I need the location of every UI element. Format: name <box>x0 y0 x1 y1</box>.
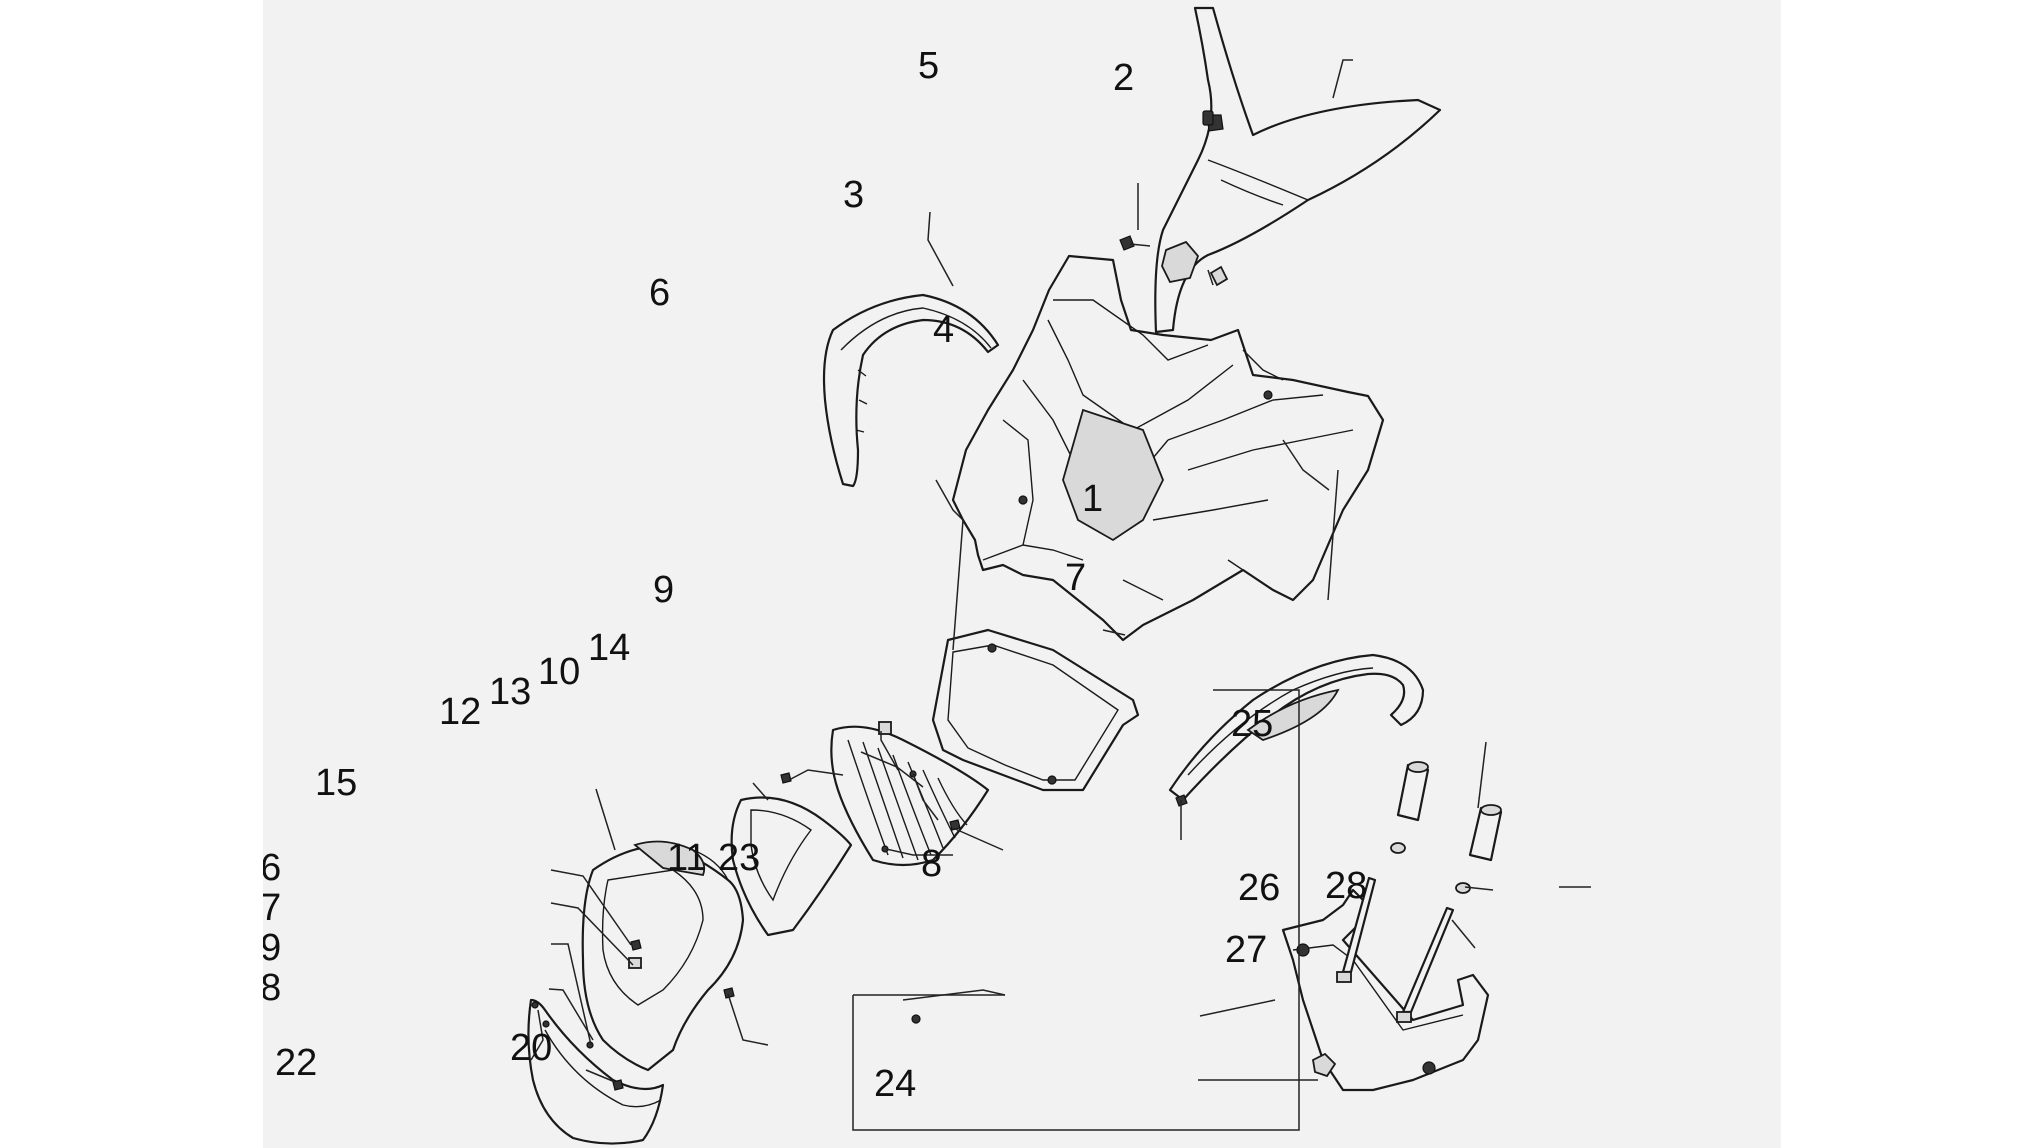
screw-icon <box>1202 110 1214 126</box>
callout-10: 10 <box>538 651 580 693</box>
callout-14: 14 <box>588 627 630 669</box>
leader-lines <box>530 59 1591 1083</box>
screw-icon <box>949 819 961 831</box>
handlebar-cover-icon <box>1154 6 1442 334</box>
callout-18: 18 <box>263 967 281 1009</box>
callout-19: 19 <box>263 927 281 969</box>
bolt-icon <box>1336 876 1455 1023</box>
callout-23: 23 <box>718 837 760 879</box>
callout-7: 7 <box>1065 557 1086 599</box>
callout-12: 12 <box>439 691 481 733</box>
callout-2: 2 <box>1113 57 1134 99</box>
callout-26: 26 <box>1238 867 1280 909</box>
callout-16: 16 <box>263 847 281 889</box>
lower-panel-icon <box>581 840 745 1072</box>
callout-9: 9 <box>653 569 674 611</box>
callout-labels: 1 2 3 4 5 6 7 8 9 10 11 12 13 14 15 16 1… <box>263 45 1367 1105</box>
kit-marker-dot <box>911 1014 921 1024</box>
clip-icon <box>878 721 892 735</box>
callout-3: 3 <box>843 174 864 216</box>
washer-icon <box>1390 842 1471 894</box>
front-mudguard-icon <box>527 998 665 1145</box>
diagram-svg: 1 2 3 4 5 6 7 8 9 10 11 12 13 14 15 16 1… <box>263 6 1591 1145</box>
screw-icon <box>780 772 792 784</box>
screw-icon <box>586 1041 624 1091</box>
spacer-icon <box>1396 761 1503 862</box>
callout-17: 17 <box>263 887 281 929</box>
callout-6: 6 <box>649 272 670 314</box>
callout-5: 5 <box>918 45 939 87</box>
screw-icon <box>628 939 642 969</box>
front-shield-icon <box>951 254 1385 642</box>
callout-4: 4 <box>933 309 954 351</box>
callout-22: 22 <box>275 1042 317 1084</box>
kit-bracket-outline <box>852 689 1300 1131</box>
callout-15: 15 <box>315 762 357 804</box>
mounting-bracket-icon <box>1281 888 1490 1092</box>
screw-icon <box>1119 235 1151 251</box>
callout-27: 27 <box>1225 929 1267 971</box>
callout-20: 20 <box>510 1027 552 1069</box>
side-trim-icon <box>822 293 1000 488</box>
side-trim-icon <box>1168 653 1425 802</box>
grille-frame-icon <box>931 628 1140 792</box>
callout-24: 24 <box>874 1063 916 1105</box>
callout-11: 11 <box>667 837 706 879</box>
callout-25: 25 <box>1231 703 1273 745</box>
callout-8: 8 <box>921 843 942 885</box>
exploded-parts-diagram: 1 2 3 4 5 6 7 8 9 10 11 12 13 14 15 16 1… <box>263 0 1781 1148</box>
front-cover-icon <box>730 796 853 937</box>
callout-13: 13 <box>489 671 531 713</box>
screw-icon <box>723 987 735 999</box>
callout-28: 28 <box>1325 865 1367 907</box>
clip-icon <box>1209 265 1229 287</box>
callout-1: 1 <box>1082 478 1103 520</box>
